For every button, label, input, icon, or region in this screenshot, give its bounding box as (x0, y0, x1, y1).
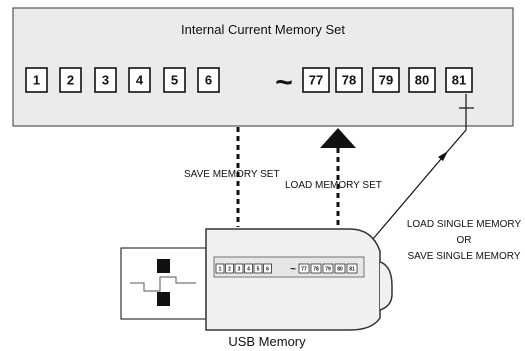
memory-slot-4-number: 4 (136, 73, 144, 88)
memory-slot-5-number: 5 (171, 73, 178, 88)
memory-slot-81-box (445, 67, 473, 93)
usb-memory-label: USB Memory (228, 334, 306, 349)
usb-slot-1-number: 1 (219, 266, 222, 272)
usb-slot-80-number: 80 (337, 266, 343, 272)
or-label: OR (457, 235, 472, 246)
memory-slot-78-box (335, 67, 363, 93)
usb-slot-79-number: 79 (325, 266, 331, 272)
usb-body (205, 228, 381, 331)
ellipsis-symbol: ~ (275, 66, 293, 99)
usb-slot-3-number: 3 (238, 266, 241, 272)
memory-slot-77: 77 (302, 67, 330, 93)
single-memory-arrowhead-top (438, 151, 448, 161)
memory-slot-78: 78 (335, 67, 363, 93)
load-memory-set-label: LOAD MEMORY SET (285, 180, 382, 191)
usb-slot-4-number: 4 (247, 266, 250, 272)
internal-memory-panel (12, 7, 514, 127)
usb-cap-edge (379, 261, 393, 311)
usb-slot-3: 3 (234, 263, 244, 274)
usb-slot-1: 1 (215, 263, 225, 274)
usb-connector-contact-bottom (157, 292, 170, 306)
usb-slot-2-number: 2 (228, 266, 231, 272)
usb-connector-contact-top (157, 259, 170, 273)
single-memory-connector (446, 108, 467, 153)
memory-slot-79-number: 79 (379, 73, 393, 88)
memory-slot-6-number: 6 (205, 73, 212, 88)
memory-slot-79: 79 (372, 67, 400, 93)
usb-slot-2: 2 (225, 263, 234, 274)
usb-slot-78-box (310, 263, 322, 274)
single-memory-arrow (366, 151, 448, 247)
usb-slot-1-box (215, 263, 225, 274)
memory-slot-81: 81 (445, 67, 473, 93)
memory-slot-6: 6 (197, 67, 220, 93)
save-single-memory-label: SAVE SINGLE MEMORY (408, 251, 521, 262)
usb-slot-80: 80 (334, 263, 346, 274)
usb-slot-77: 77 (298, 263, 310, 274)
usb-slot-5: 5 (253, 263, 263, 274)
memory-slot-80-number: 80 (415, 73, 429, 88)
usb-slot-78: 78 (310, 263, 322, 274)
memory-slot-5-box (163, 67, 186, 93)
usb-slot-81-box (346, 263, 358, 274)
usb-slot-81: 81 (346, 263, 358, 274)
memory-slot-4: 4 (128, 67, 151, 93)
memory-slot-3-box (94, 67, 117, 93)
usb-slot-3-box (234, 263, 244, 274)
usb-slot-79-box (322, 263, 334, 274)
memory-slot-row: 1 2 3 4 5 6 77 78 79 80 81 (25, 67, 473, 93)
memory-slot-1-number: 1 (33, 73, 40, 88)
memory-slot-1-box (25, 67, 48, 93)
panel-title: Internal Current Memory Set (181, 22, 345, 37)
usb-slot-2-box (225, 263, 234, 274)
usb-slot-81-number: 81 (349, 266, 355, 272)
memory-slot-81-number: 81 (452, 73, 466, 88)
usb-slot-6-box (263, 263, 272, 274)
usb-slot-4-box (244, 263, 253, 274)
memory-slot-77-number: 77 (309, 73, 323, 88)
usb-slot-5-number: 5 (257, 266, 260, 272)
load-set-arrowhead (320, 128, 356, 148)
usb-slot-77-number: 77 (301, 266, 307, 272)
usb-slot-77-box (298, 263, 310, 274)
usb-slot-80-box (334, 263, 346, 274)
memory-slot-5: 5 (163, 67, 186, 93)
save-memory-set-label: SAVE MEMORY SET (184, 169, 280, 180)
memory-slot-6-box (197, 67, 220, 93)
memory-slot-78-number: 78 (342, 73, 356, 88)
memory-slot-3-number: 3 (102, 73, 109, 88)
load-single-memory-label: LOAD SINGLE MEMORY (407, 219, 522, 230)
memory-slot-3: 3 (94, 67, 117, 93)
memory-slot-79-box (372, 67, 400, 93)
usb-slot-5-box (253, 263, 263, 274)
usb-slot-6: 6 (263, 263, 272, 274)
memory-slot-2-box (59, 67, 82, 93)
memory-slot-77-box (302, 67, 330, 93)
memory-slot-2: 2 (59, 67, 82, 93)
usb-ellipsis: ~ (290, 264, 296, 275)
usb-slot-79: 79 (322, 263, 334, 274)
memory-slot-1: 1 (25, 67, 48, 93)
usb-slot-6-number: 6 (266, 266, 269, 272)
usb-slot-4: 4 (244, 263, 253, 274)
memory-slot-2-number: 2 (67, 73, 74, 88)
usb-connector-trace (130, 276, 196, 292)
memory-slot-80: 80 (408, 67, 436, 93)
memory-slot-80-box (408, 67, 436, 93)
usb-slot-78-number: 78 (313, 266, 319, 272)
memory-slot-4-box (128, 67, 151, 93)
